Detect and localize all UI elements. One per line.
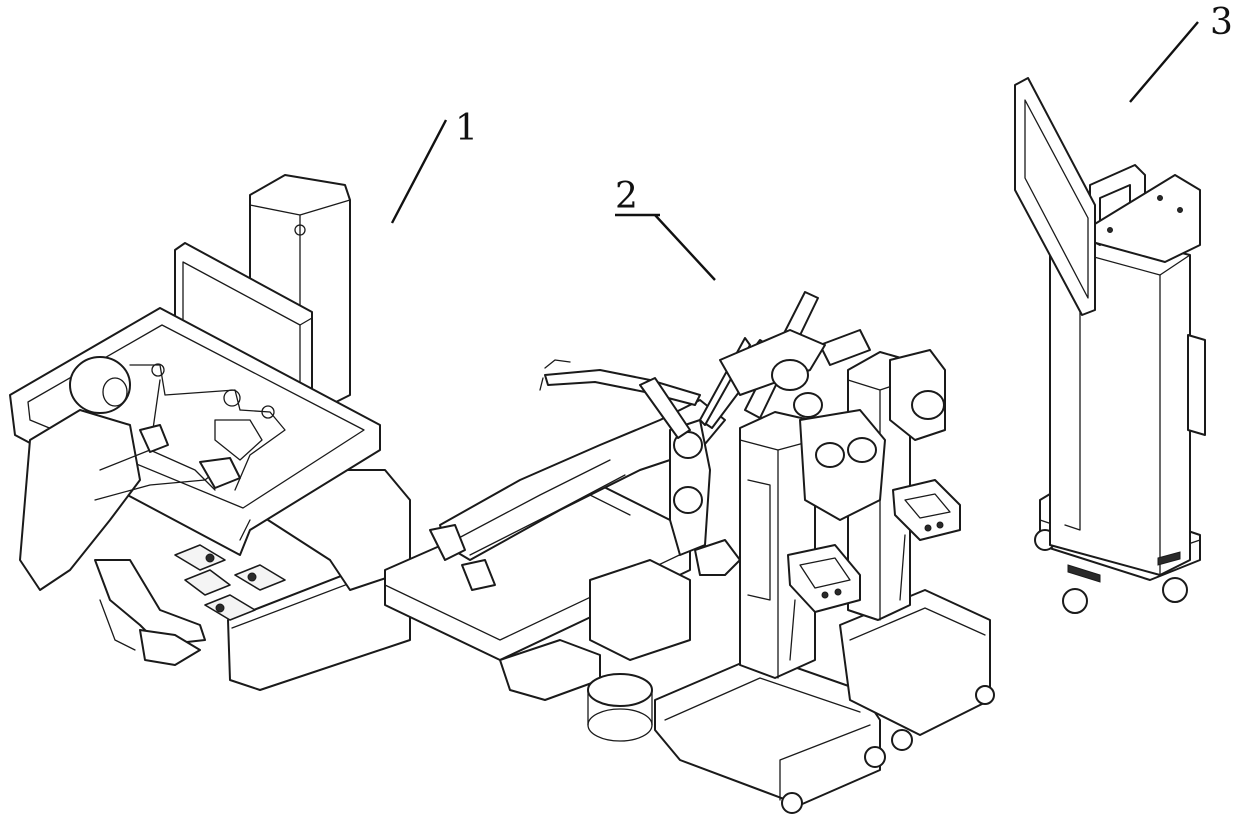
patient-side-system: [385, 292, 994, 813]
label-2-leader: [655, 215, 715, 280]
label-3-callout: 3: [1130, 2, 1233, 102]
label-2-text: 2: [615, 176, 638, 217]
label-1-text: 1: [455, 108, 478, 149]
label-3-text: 3: [1210, 2, 1233, 43]
label-1-leader: [392, 120, 446, 223]
label-3-leader: [1130, 22, 1198, 102]
vision-cart: [1015, 78, 1205, 613]
label-1-callout: 1: [392, 108, 478, 223]
label-2-callout: 2: [615, 176, 715, 280]
